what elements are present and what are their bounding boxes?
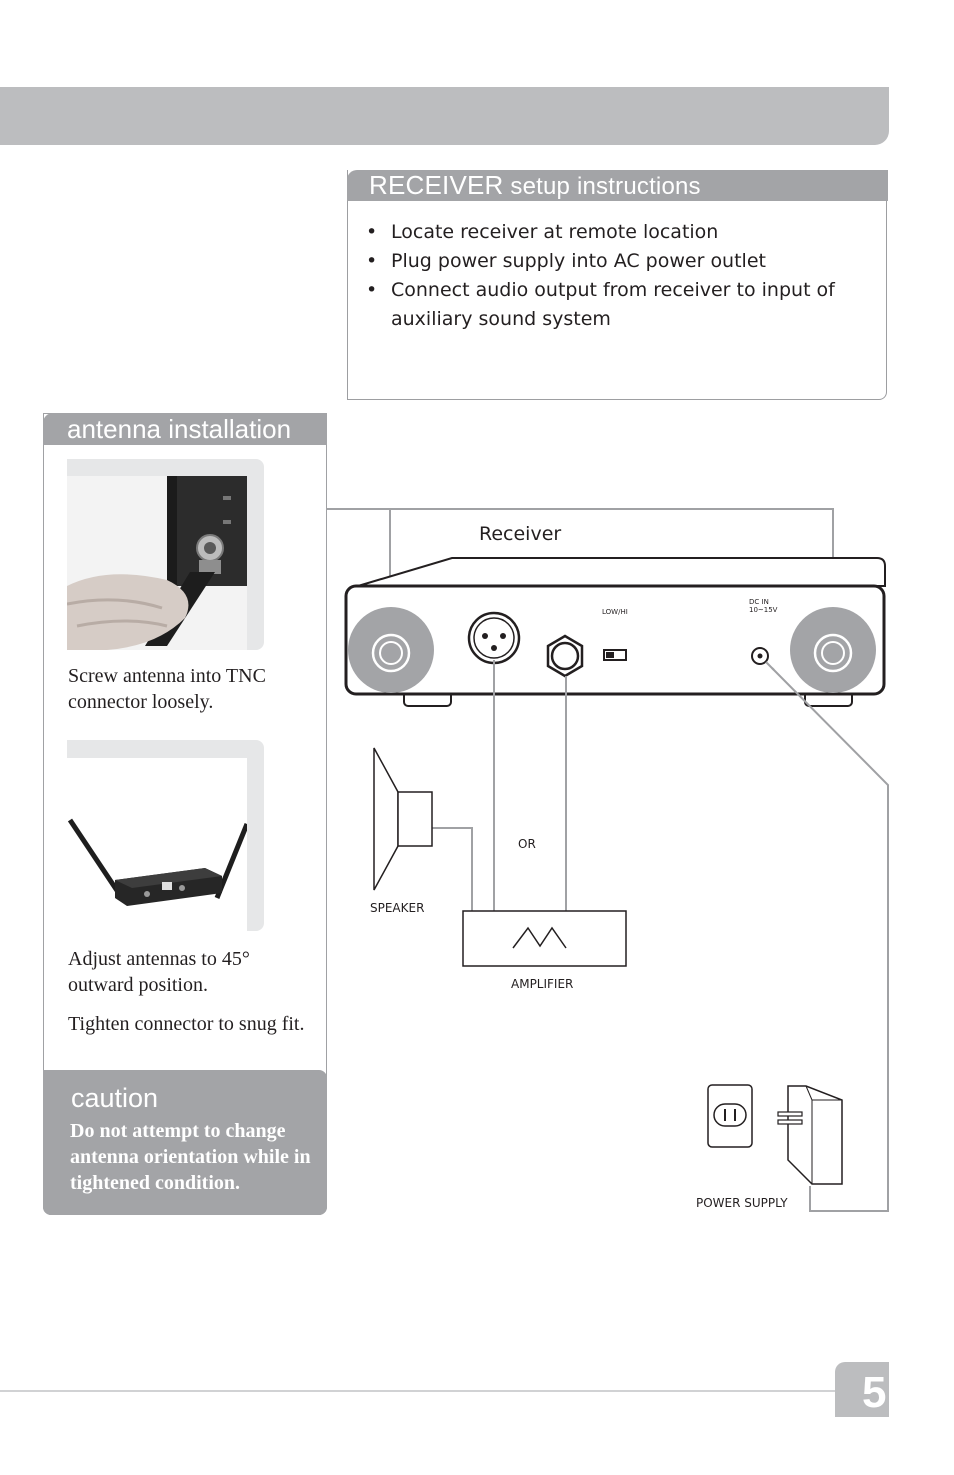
top-banner-bar — [0, 87, 889, 145]
setup-title-strong: RECEIVER — [369, 170, 504, 200]
xlr-output-jack — [467, 611, 521, 665]
caption-screw-antenna: Screw antenna into TNC connector loosely… — [68, 665, 266, 713]
dc-power-cable — [765, 661, 889, 1212]
receiver-unit — [344, 557, 886, 707]
low-hi-label: LOW/HI — [602, 608, 628, 616]
caution-text: Do not attempt to change antenna orienta… — [70, 1120, 311, 1194]
or-label: OR — [518, 837, 536, 851]
receiver-label: Receiver — [479, 523, 562, 545]
page-number-tab — [835, 1362, 889, 1417]
setup-bullet: •Locate receiver at remote location — [366, 221, 719, 243]
antenna-installation-title: antenna installation — [67, 414, 292, 444]
footer-rule — [0, 1390, 835, 1392]
amplifier-label: AMPLIFIER — [511, 977, 574, 991]
speaker-icon — [373, 747, 433, 891]
caption-tighten-connector: Tighten connector to snug fit. — [68, 1013, 305, 1035]
caution-title: caution — [71, 1083, 159, 1113]
low-hi-switch — [603, 649, 627, 661]
setup-instructions-box — [347, 170, 887, 400]
caution-box — [43, 1070, 327, 1215]
antenna-installation-header — [43, 413, 327, 445]
antenna-screw-photo — [67, 476, 247, 650]
power-adapter-icon — [777, 1085, 843, 1185]
setup-bullet: •Plug power supply into AC power outlet — [366, 250, 766, 272]
setup-instructions-header — [347, 170, 888, 201]
amplifier-icon — [462, 910, 627, 967]
setup-bullet-list: •Locate receiver at remote location •Plu… — [366, 218, 866, 334]
wall-outlet-icon — [707, 1084, 753, 1148]
setup-instructions-title: RECEIVER setup instructions — [369, 170, 701, 201]
setup-bullet: •Connect audio output from receiver to i… — [366, 279, 835, 330]
page-number: 5 — [862, 1368, 887, 1417]
receiver-antennas-photo — [67, 758, 247, 932]
power-supply-label: POWER SUPPLY — [696, 1196, 788, 1210]
setup-title-rest: setup instructions — [503, 173, 701, 200]
caption-adjust-antennas: Adjust antennas to 45° outward position. — [68, 948, 250, 996]
speaker-label: SPEAKER — [370, 901, 425, 915]
